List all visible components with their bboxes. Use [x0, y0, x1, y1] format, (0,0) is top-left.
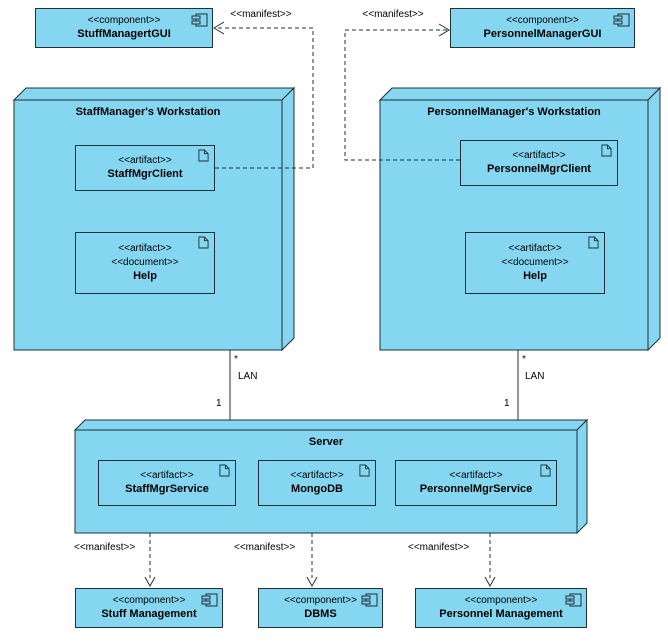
artifact-stereotype-document: <<document>>: [111, 256, 179, 268]
artifact-name: Help: [133, 270, 157, 283]
artifact-name: Help: [523, 270, 547, 283]
component-personnel-manager-gui[interactable]: <<component>> PersonnelManagerGUI: [450, 8, 635, 48]
component-stereotype: <<component>>: [506, 14, 579, 26]
manifest-label-bottom-right: <<manifest>>: [408, 542, 470, 553]
artifact-name: PersonnelMgrClient: [487, 163, 591, 176]
artifact-name: PersonnelMgrService: [419, 483, 533, 496]
artifact-stereotype: <<artifact>>: [290, 469, 344, 481]
document-icon: [588, 236, 599, 249]
artifact-stereotype: <<artifact>>: [508, 243, 562, 255]
artifact-help-staff[interactable]: <<artifact>> <<document>> Help: [75, 232, 215, 294]
component-icon: [361, 593, 378, 607]
artifact-staff-mgr-service[interactable]: <<artifact>> StaffMgrService: [98, 460, 236, 506]
node-title-staff-workstation: StaffManager's Workstation: [75, 106, 221, 118]
node-staff-workstation-shape[interactable]: [12, 86, 296, 352]
component-name: Stuff Management: [101, 608, 197, 621]
component-stereotype: <<component>>: [87, 14, 161, 26]
document-icon: [540, 464, 551, 477]
multiplicity-many-right: *: [522, 354, 526, 365]
document-icon: [198, 149, 209, 162]
artifact-stereotype: <<artifact>>: [449, 469, 503, 481]
manifest-arrowhead-down-1: [144, 576, 156, 588]
lan-label-right: LAN: [525, 371, 545, 382]
component-icon: [613, 13, 630, 27]
node-title-server: Server: [308, 436, 344, 448]
multiplicity-many-left: *: [234, 354, 238, 365]
multiplicity-one-left: 1: [216, 398, 222, 409]
component-name: PersonnelManagerGUI: [483, 28, 602, 41]
manifest-connector-personnel-client: [344, 29, 460, 161]
node-personnel-workstation-shape[interactable]: [378, 86, 662, 352]
lan-label-left: LAN: [238, 371, 258, 382]
component-icon: [191, 13, 208, 27]
manifest-arrowhead-right: [438, 23, 450, 37]
component-name: StuffManagertGUI: [77, 28, 171, 41]
document-icon: [219, 464, 230, 477]
manifest-arrowhead-down-2: [306, 576, 318, 588]
artifact-stereotype-document: <<document>>: [501, 256, 569, 268]
manifest-label-bottom-left: <<manifest>>: [74, 542, 136, 553]
manifest-connector-staff-client: [215, 27, 314, 169]
artifact-name: MongoDB: [291, 483, 343, 496]
artifact-stereotype: <<artifact>>: [118, 154, 172, 166]
document-icon: [601, 144, 612, 157]
artifact-personnel-mgr-service[interactable]: <<artifact>> PersonnelMgrService: [395, 460, 557, 506]
component-stuff-management[interactable]: <<component>> Stuff Management: [75, 588, 223, 628]
manifest-label-top-left: <<manifest>>: [230, 9, 292, 20]
component-stereotype: <<component>>: [112, 594, 186, 606]
component-name: Personnel Management: [439, 608, 563, 621]
artifact-mongodb[interactable]: <<artifact>> MongoDB: [258, 460, 376, 506]
multiplicity-one-right: 1: [504, 398, 510, 409]
artifact-name: StaffMgrService: [125, 483, 209, 496]
component-stuff-manager-gui[interactable]: <<component>> StuffManagertGUI: [35, 8, 213, 48]
artifact-help-personnel[interactable]: <<artifact>> <<document>> Help: [465, 232, 605, 294]
component-icon: [201, 593, 218, 607]
component-stereotype: <<component>>: [284, 594, 357, 606]
manifest-label-top-right: <<manifest>>: [362, 9, 424, 20]
component-icon: [565, 593, 582, 607]
document-icon: [198, 236, 209, 249]
manifest-label-bottom-middle: <<manifest>>: [234, 542, 296, 553]
artifact-stereotype: <<artifact>>: [140, 469, 194, 481]
component-dbms[interactable]: <<component>> DBMS: [258, 588, 383, 628]
artifact-name: StaffMgrClient: [107, 168, 183, 181]
document-icon: [359, 464, 370, 477]
artifact-stereotype: <<artifact>>: [118, 243, 172, 255]
component-stereotype: <<component>>: [464, 594, 538, 606]
artifact-stereotype: <<artifact>>: [512, 149, 566, 161]
manifest-arrowhead-down-3: [484, 576, 496, 588]
node-title-personnel-workstation: PersonnelManager's Workstation: [427, 106, 601, 118]
artifact-personnel-mgr-client[interactable]: <<artifact>> PersonnelMgrClient: [460, 140, 618, 186]
component-personnel-management[interactable]: <<component>> Personnel Management: [415, 588, 587, 628]
manifest-arrowhead-left: [213, 21, 225, 35]
artifact-staff-mgr-client[interactable]: <<artifact>> StaffMgrClient: [75, 145, 215, 191]
component-name: DBMS: [304, 608, 337, 621]
